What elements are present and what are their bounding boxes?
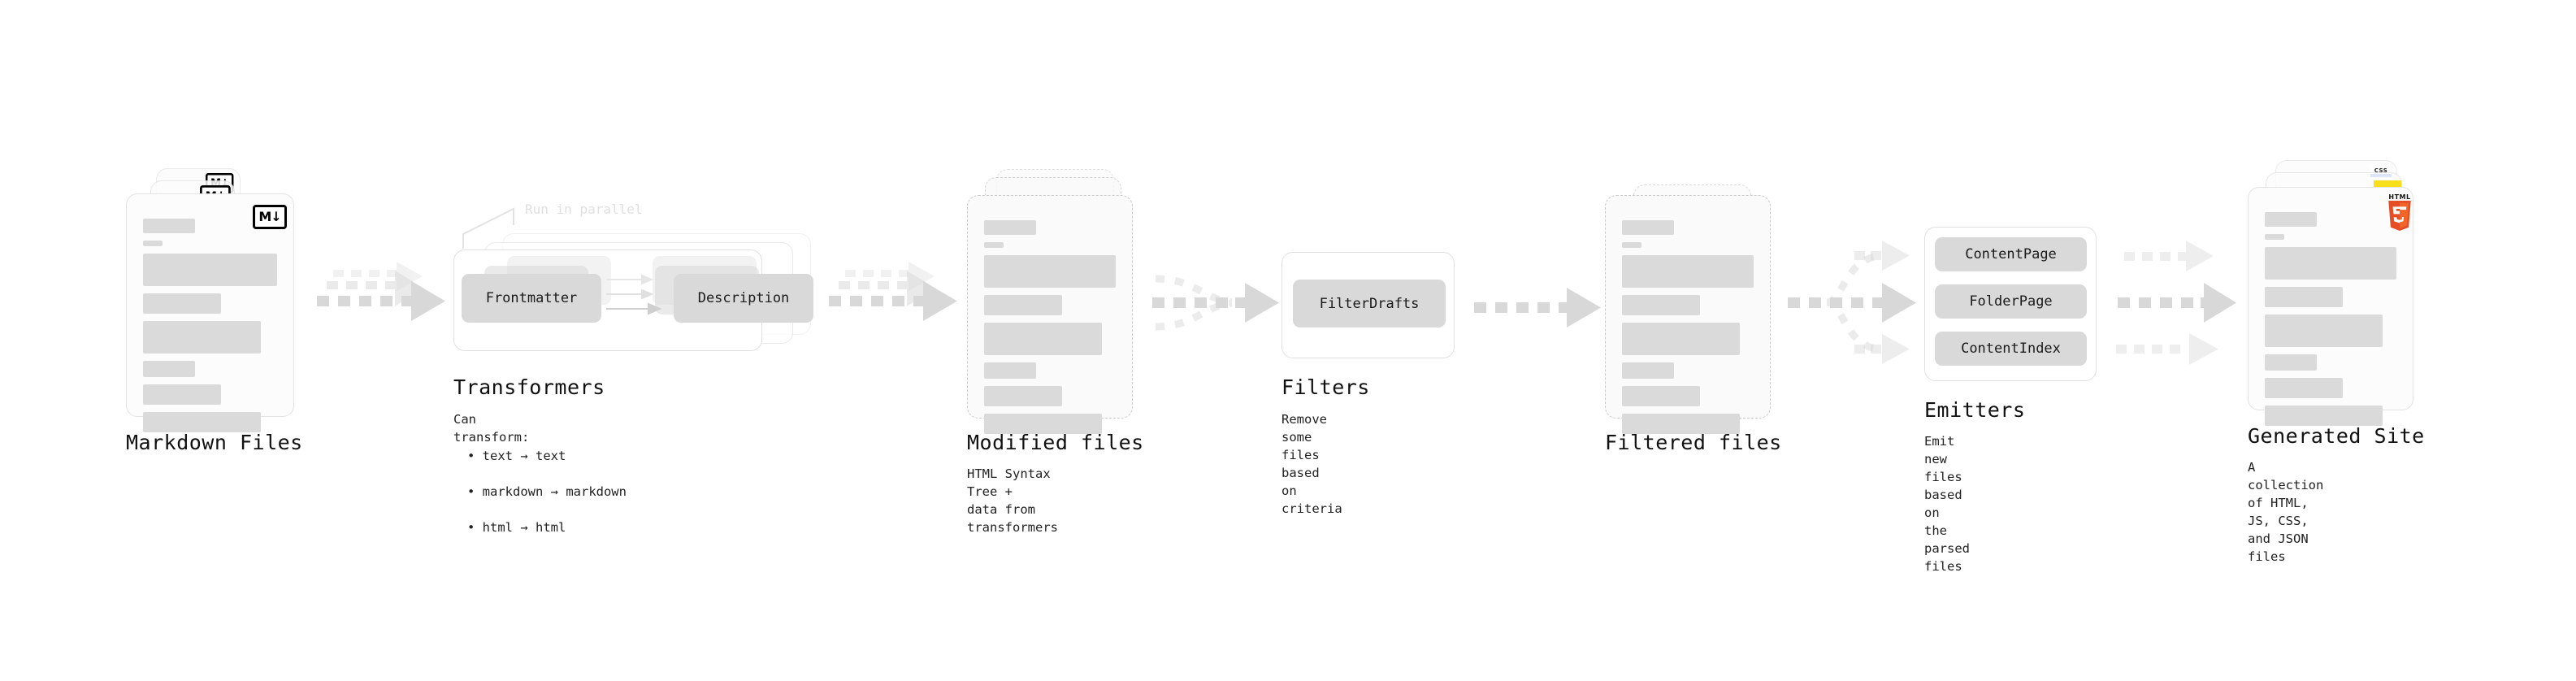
markdown-card-front <box>126 193 294 432</box>
chip-label: Frontmatter <box>485 290 578 306</box>
content-line <box>2265 314 2383 347</box>
content-line <box>1622 414 1740 434</box>
content-line <box>984 323 1102 355</box>
stage-transformers-subtitle-intro: Can transform: <box>453 412 530 445</box>
stage-generated-title: Generated Site <box>2248 424 2425 448</box>
content-line <box>984 242 1004 248</box>
stage-emitters-subtitle: Emit new files based on the parsed files <box>1924 434 1970 574</box>
content-line <box>1622 255 1754 288</box>
content-line <box>143 254 277 286</box>
filtered-card-content-lines <box>1622 220 1754 441</box>
emitter-chip-contentindex[interactable]: ContentIndex <box>1935 332 2087 366</box>
stage-filters-subtitle: Remove some files based on criteria <box>1281 412 1342 516</box>
transform-bullet: • text → text <box>467 449 566 463</box>
stage-modified-subtitle: HTML Syntax Tree + data from transformer… <box>967 466 1058 535</box>
content-line <box>1622 386 1700 406</box>
emitter-chip-contentpage[interactable]: ContentPage <box>1935 237 2087 271</box>
markdown-badge-arrow: ↓ <box>271 209 281 224</box>
stage-transformers-bullets: • text → text • markdown → markdown • ht… <box>467 429 627 554</box>
transformers-inner-arrows <box>606 274 662 315</box>
content-line <box>2265 378 2343 398</box>
html5-badge-label: HTML <box>2388 193 2411 201</box>
css-badge-label: CSS <box>2374 167 2388 174</box>
content-line <box>984 386 1062 406</box>
bullet-text: markdown → markdown <box>482 484 627 499</box>
emitter-chip-folderpage[interactable]: FolderPage <box>1935 284 2087 319</box>
stage-modified-title: Modified files <box>967 431 1144 454</box>
chip-label: FolderPage <box>1969 293 2053 310</box>
bullet-text: html → html <box>482 520 566 535</box>
content-line <box>984 295 1062 315</box>
content-line <box>2265 247 2396 280</box>
content-line <box>984 220 1036 235</box>
markdown-card-content-lines <box>143 219 277 440</box>
connector-markdown-to-transformers <box>317 262 445 321</box>
connector-emitters-to-generated <box>2116 241 2236 365</box>
content-line <box>143 219 195 233</box>
connector-transformers-to-modified <box>829 262 957 321</box>
markdown-badge-letter: M <box>258 209 271 224</box>
content-line <box>984 255 1116 288</box>
filter-chip-filterdrafts[interactable]: FilterDrafts <box>1293 280 1446 327</box>
content-line <box>2265 212 2317 227</box>
connector-filtered-to-emitters <box>1788 241 1916 364</box>
transformer-chip-frontmatter[interactable]: Frontmatter <box>462 274 601 323</box>
content-line <box>143 321 261 354</box>
filtered-card-front <box>1605 195 1771 434</box>
connector-modified-to-filters <box>1152 275 1279 331</box>
chip-label: ContentIndex <box>1961 340 2061 357</box>
content-line <box>2265 406 2383 426</box>
content-line <box>143 384 221 405</box>
modified-card-front <box>967 195 1133 434</box>
stage-filtered-title: Filtered files <box>1605 431 1782 454</box>
generated-card-content-lines <box>2265 212 2396 433</box>
content-line <box>143 361 195 377</box>
content-line <box>143 293 221 314</box>
bullet-text: text → text <box>482 449 566 463</box>
content-line <box>143 412 261 432</box>
content-line <box>1622 295 1700 315</box>
transform-bullet: • markdown → markdown <box>467 484 627 499</box>
transformer-chip-description[interactable]: Description <box>674 274 813 323</box>
content-line <box>1622 362 1674 379</box>
content-line <box>1622 323 1740 355</box>
generated-card-front <box>2248 187 2413 426</box>
stage-markdown-title: Markdown Files <box>126 431 303 454</box>
html5-badge-icon: HTML <box>2383 193 2416 232</box>
content-line <box>2265 287 2343 307</box>
chip-label: Description <box>697 290 790 306</box>
content-line <box>2265 234 2284 240</box>
connector-filters-to-filtered <box>1474 288 1601 327</box>
stage-generated-subtitle: A collection of HTML, JS, CSS, and JSON … <box>2248 460 2324 564</box>
chip-label: ContentPage <box>1965 246 2057 262</box>
stage-generated-site: CSS HTML Generated Site A collection of … <box>0 0 2424 564</box>
stage-filters-title: Filters <box>1281 375 1370 399</box>
transform-bullet: • html → html <box>467 520 566 535</box>
run-in-parallel-label: Run in parallel <box>525 202 643 217</box>
content-line <box>143 241 163 246</box>
stage-transformers-title: Transformers <box>453 375 605 399</box>
content-line <box>1622 242 1641 248</box>
content-line <box>2265 354 2317 371</box>
chip-label: FilterDrafts <box>1319 295 1420 312</box>
markdown-badge-icon: M↓ <box>253 205 287 229</box>
run-in-parallel-bracket-icon <box>462 207 514 249</box>
modified-card-content-lines <box>984 220 1116 441</box>
content-line <box>1622 220 1674 235</box>
stage-emitters-title: Emitters <box>1924 398 2026 422</box>
content-line <box>984 362 1036 379</box>
content-line <box>984 414 1102 434</box>
